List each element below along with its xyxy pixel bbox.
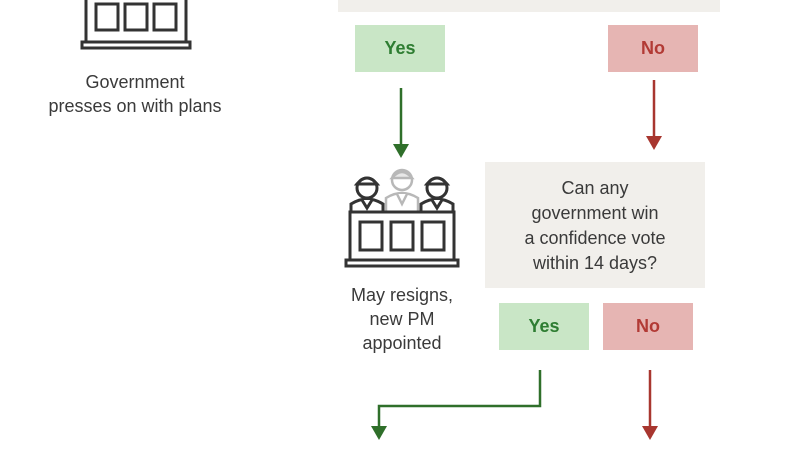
- no-badge-first: No: [608, 25, 698, 72]
- no-badge-second: No: [603, 303, 693, 350]
- parliament-building-icon: [80, 0, 192, 50]
- top-question-box: g: [338, 0, 720, 12]
- no-label-second: No: [636, 316, 660, 336]
- yes-badge-first: Yes: [355, 25, 445, 72]
- caption-line-2: presses on with plans: [48, 96, 222, 116]
- red-arrow-first: [646, 80, 662, 150]
- green-elbow-arrow-second: [371, 370, 542, 440]
- green-arrow-first: [393, 88, 409, 158]
- caption-line-1: Government: [85, 72, 185, 92]
- government-presses-on-caption: Government presses on with plans: [10, 70, 260, 118]
- may-resigns-line-2: new PM: [369, 309, 435, 329]
- question-line-1: Can any: [561, 178, 629, 198]
- no-label-first: No: [641, 38, 665, 58]
- question-line-4: within 14 days?: [532, 253, 658, 273]
- confidence-vote-question-box: Can any government win a confidence vote…: [485, 162, 705, 288]
- question-line-3: a confidence vote: [524, 228, 666, 248]
- question-line-2: government win: [531, 203, 659, 223]
- yes-badge-second: Yes: [499, 303, 589, 350]
- yes-label-first: Yes: [384, 38, 416, 58]
- may-resigns-caption: May resigns, new PM appointed: [322, 283, 482, 355]
- yes-label-second: Yes: [528, 316, 560, 336]
- parliament-figures-icon: [344, 168, 460, 268]
- may-resigns-line-1: May resigns,: [350, 285, 454, 305]
- may-resigns-line-3: appointed: [362, 333, 442, 353]
- red-arrow-second: [642, 370, 658, 440]
